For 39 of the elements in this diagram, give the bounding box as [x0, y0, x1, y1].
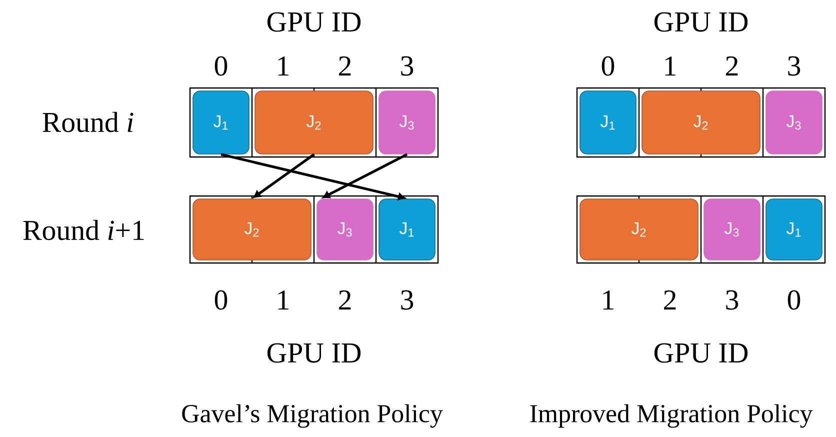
gpu-index: 0 — [214, 56, 228, 76]
job-box: J$_{2}$ — [192, 198, 312, 260]
job-box: J$_{2}$ — [580, 198, 698, 260]
gpu-index: 2 — [339, 290, 351, 310]
gpu-index: 2 — [726, 56, 738, 76]
axis-title: GPU ID — [654, 343, 748, 363]
gpu-index: 3 — [401, 290, 414, 310]
gpu-index: 3 — [726, 290, 738, 310]
axis-title: GPU ID — [267, 343, 361, 363]
arrow — [322, 153, 408, 198]
gpu-index: 3 — [788, 56, 800, 76]
gpu-index: 1 — [278, 290, 288, 310]
job-box: J$_{2}$ — [254, 90, 374, 154]
gpu-index: 1 — [278, 56, 288, 76]
gpu-index: 1 — [665, 56, 676, 76]
job-box: J$_{1}$ — [766, 198, 822, 260]
panel-caption: Improved Migration Policy — [530, 404, 813, 428]
job-box: J$_{1}$ — [580, 90, 636, 154]
gpu-index: 0 — [214, 290, 228, 310]
job-box: J$_{1}$ — [378, 198, 436, 260]
gpu-index: 3 — [401, 56, 414, 76]
gpu-index: 0 — [788, 290, 800, 310]
job-box: J$_{3}$ — [316, 198, 374, 260]
axis-title: GPU ID — [654, 12, 748, 32]
gpu-index: 1 — [603, 290, 614, 310]
row-label: Round i — [42, 112, 134, 132]
job-box: J$_{3}$ — [704, 198, 760, 260]
axis-title: GPU ID — [267, 12, 361, 32]
gpu-index: 0 — [602, 56, 614, 76]
job-box: J$_{1}$ — [192, 90, 250, 154]
job-box: J$_{2}$ — [642, 90, 760, 154]
arrow — [253, 153, 315, 198]
job-box: J$_{3}$ — [766, 90, 822, 154]
row-label: Round i+1 — [23, 220, 144, 240]
gpu-index: 2 — [339, 56, 351, 76]
panel-caption: Gavel’s Migration Policy — [182, 404, 443, 428]
arrow — [220, 153, 406, 200]
job-box: J$_{3}$ — [378, 90, 436, 154]
gpu-index: 2 — [664, 290, 676, 310]
